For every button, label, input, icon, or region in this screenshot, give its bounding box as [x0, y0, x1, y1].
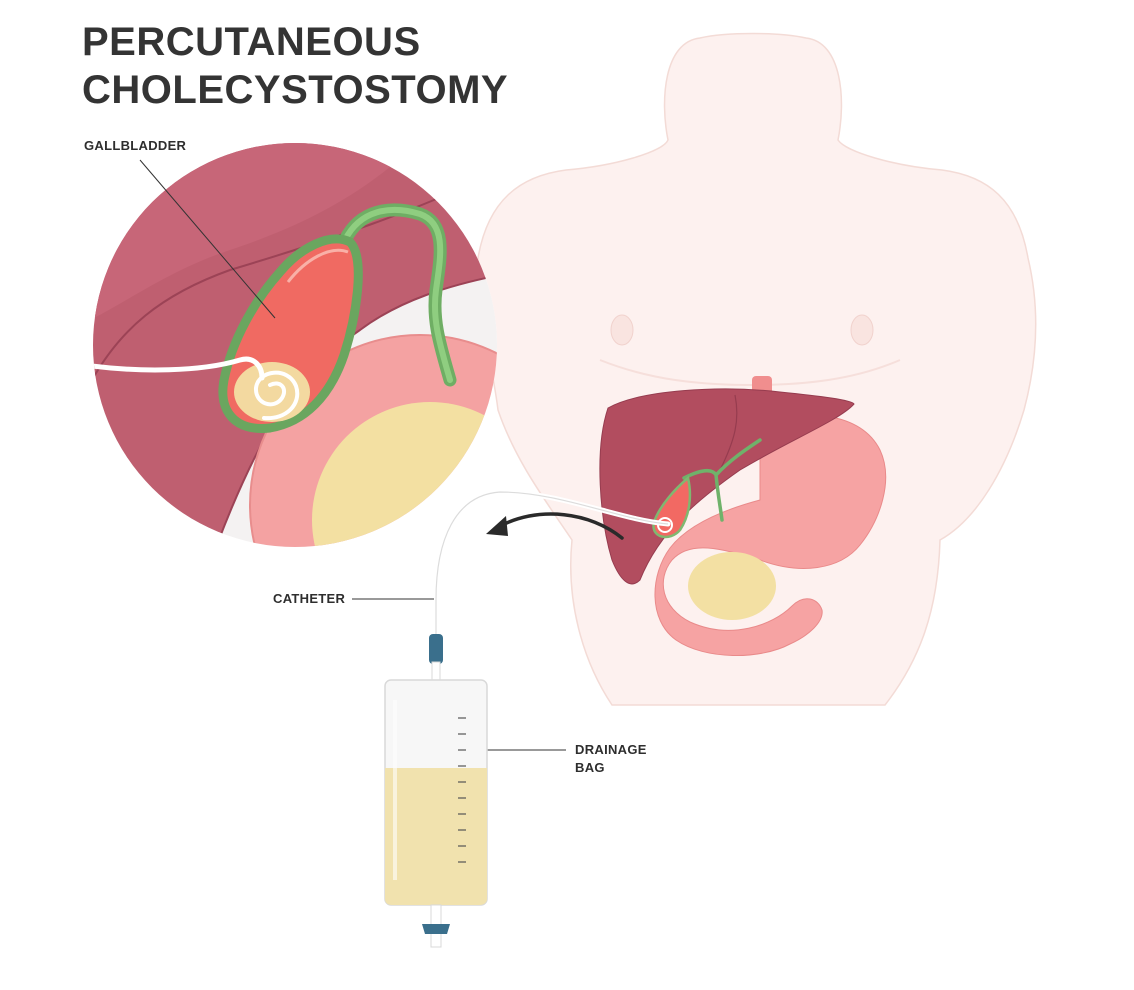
title-line-2: CHOLECYSTOSTOMY: [82, 68, 509, 112]
pigtail-coil: [254, 370, 300, 421]
bile-duct-small: [682, 438, 762, 522]
nipple-right: [850, 314, 874, 346]
diagram-title: PERCUTANEOUS CHOLECYSTOSTOMY: [82, 18, 508, 114]
bag-valve: [422, 924, 450, 934]
catheter-zoomed: [93, 356, 265, 381]
bag-connector: [429, 634, 443, 664]
drainage-bag: [384, 634, 488, 948]
label-drainage-bag: DRAINAGE BAG: [575, 741, 647, 777]
stomach-fat: [688, 552, 776, 620]
title-line-1: PERCUTANEOUS: [82, 20, 421, 64]
bag-fluid: [385, 768, 487, 905]
nipple-left: [610, 314, 634, 346]
label-drainage-bag-line-2: BAG: [575, 760, 605, 775]
abdominal-organs: [599, 376, 887, 656]
label-catheter: CATHETER: [273, 591, 346, 606]
stomach: [654, 413, 887, 656]
label-gallbladder: GALLBLADDER: [84, 138, 187, 153]
bag-scale: [458, 717, 466, 863]
direction-arrow: [486, 512, 624, 540]
label-drainage-bag-line-1: DRAINAGE: [575, 742, 647, 757]
leader-gallbladder: [139, 159, 276, 319]
